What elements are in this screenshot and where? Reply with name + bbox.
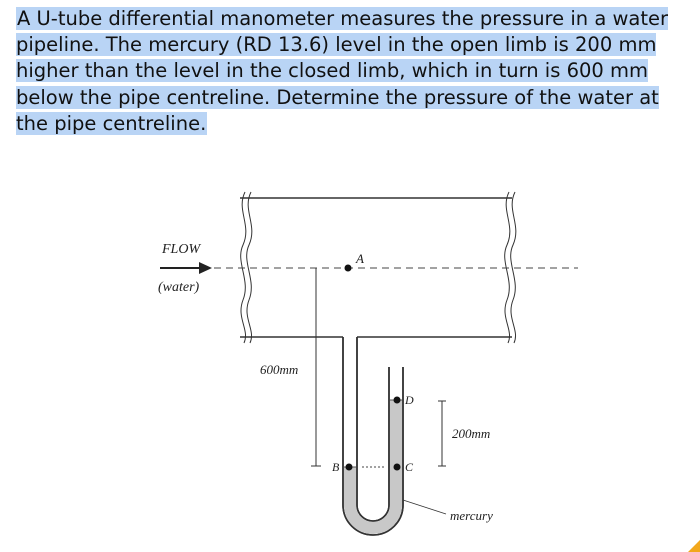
- point-b-label: B: [332, 460, 340, 474]
- mercury-left-limb: [344, 467, 356, 505]
- point-c-marker: [393, 463, 401, 471]
- point-b-marker: [345, 463, 353, 471]
- point-a-label: A: [355, 251, 364, 266]
- question-text: A U-tube differential manometer measures…: [16, 6, 696, 137]
- mercury-bend: [344, 505, 402, 534]
- flow-label: FLOW: [161, 242, 201, 257]
- dim-200-label: 200mm: [452, 426, 490, 441]
- u-tube-inner: [356, 337, 390, 522]
- corner-accent: [688, 540, 700, 552]
- mercury-label: mercury: [450, 508, 493, 523]
- mercury-leader: [402, 499, 447, 515]
- question-highlight: A U-tube differential manometer measures…: [16, 7, 669, 135]
- point-d-marker: [393, 396, 401, 404]
- point-d-label: D: [404, 393, 414, 407]
- pipe-break-left: [240, 191, 247, 344]
- pipe-break-right: [504, 191, 511, 344]
- dim-600-label: 600mm: [260, 362, 298, 377]
- fluid-label: (water): [158, 280, 200, 295]
- mercury-right-limb: [390, 400, 402, 505]
- point-a-marker: [344, 264, 352, 272]
- point-c-label: C: [405, 460, 414, 474]
